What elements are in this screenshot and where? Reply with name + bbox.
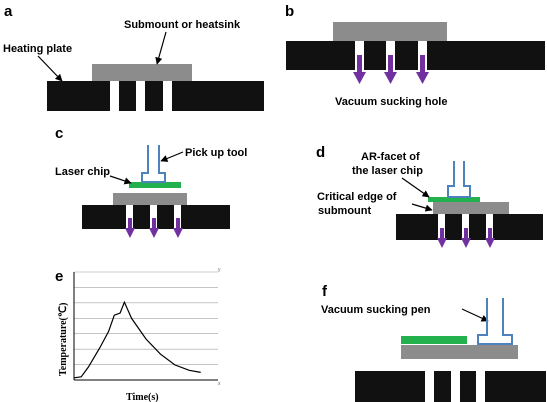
submount-d [433,202,509,214]
panel-letter-e: e [55,268,63,285]
y-axis-label: Temperature(℃) [58,303,69,376]
panel-e: e Temperature(℃) Time(s) y x [55,267,221,402]
panel-a: a Submount or heatsink Heating plate [3,3,264,111]
laser-chip-f [401,336,467,344]
critical-edge-label-line2: submount [318,205,371,217]
vacuum-hole-label: Vacuum sucking hole [335,96,447,108]
temperature-curve [73,300,201,379]
vacuum-arrows-d [437,228,495,248]
vacuum-arrows-b [353,55,429,84]
submount-label: Submount or heatsink [124,19,241,31]
laser-chip-pointer [109,175,132,185]
vacuum-arrows-c [125,218,183,238]
panel-c: c Laser chip Pick up tool [55,125,247,238]
critical-edge-label-line1: Critical edge of [317,191,397,203]
panel-letter-b: b [285,3,294,20]
panel-letter-f: f [322,283,328,300]
pick-up-tool-label: Pick up tool [185,147,247,159]
heating-plate-label: Heating plate [3,43,72,55]
x-axis-mark: x [218,381,221,387]
panel-letter-a: a [4,3,13,20]
vacuum-pen-label: Vacuum sucking pen [321,304,431,316]
laser-chip-c [129,182,181,188]
panel-d: d AR-facet of the laser chip Critical ed… [316,144,543,248]
ar-facet-label-line1: AR-facet of [361,151,420,163]
laser-chip-label: Laser chip [55,166,110,178]
submount-pointer [155,31,167,65]
pick-up-tool-pointer [160,151,184,162]
submount-b [333,22,447,41]
ar-facet-pointer [401,177,430,198]
panel-b: b Vacuum sucking hole [285,3,545,108]
laser-chip-d [428,197,480,202]
heating-plate-f [355,371,546,402]
vacuum-sucking-pen [477,298,513,345]
pick-up-tool-d [447,161,471,198]
pick-up-tool-c [141,145,166,183]
panel-letter-d: d [316,144,325,161]
submount-c [113,193,187,205]
vacuum-pen-pointer [461,308,489,322]
heating-plate-d [396,214,543,240]
panel-f: f Vacuum sucking pen [321,283,546,402]
y-axis-mark: y [218,267,221,273]
heating-plate-b [286,41,545,70]
submount-a [92,64,192,81]
heating-plate-a [47,81,264,111]
panel-letter-c: c [55,125,63,142]
x-axis-label: Time(s) [126,392,159,402]
critical-edge-pointer [411,203,433,212]
heating-plate-pointer [37,55,63,82]
submount-f [401,345,518,359]
chart-grid [74,271,218,365]
ar-facet-label-line2: the laser chip [352,165,423,177]
